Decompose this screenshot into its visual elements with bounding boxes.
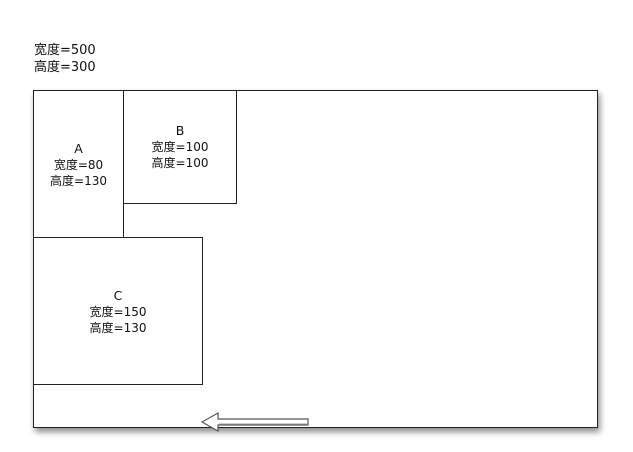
box-c: C 宽度=150 高度=130 <box>33 237 203 385</box>
box-b-height-text: 高度=100 <box>151 156 209 170</box>
container-height-text: 高度=300 <box>34 60 96 75</box>
container-width-text: 宽度=500 <box>34 43 96 58</box>
box-c-width-text: 宽度=150 <box>89 305 147 319</box>
container-box: A 宽度=80 高度=130 B 宽度=100 高度=100 C 宽度=150 … <box>33 90 598 433</box>
box-b-width-text: 宽度=100 <box>151 140 209 154</box>
left-arrow-icon <box>200 411 309 433</box>
box-a-width-text: 宽度=80 <box>53 158 104 172</box>
box-a: A 宽度=80 高度=130 <box>33 90 124 238</box>
box-c-height-text: 高度=130 <box>89 321 147 335</box>
box-b-label: B <box>175 123 185 138</box>
box-c-label: C <box>113 288 123 303</box>
container-size-caption: 宽度=500 高度=300 <box>34 42 96 76</box>
box-a-label: A <box>74 141 83 156</box>
box-a-height-text: 高度=130 <box>50 174 107 188</box>
box-b: B 宽度=100 高度=100 <box>123 90 237 204</box>
